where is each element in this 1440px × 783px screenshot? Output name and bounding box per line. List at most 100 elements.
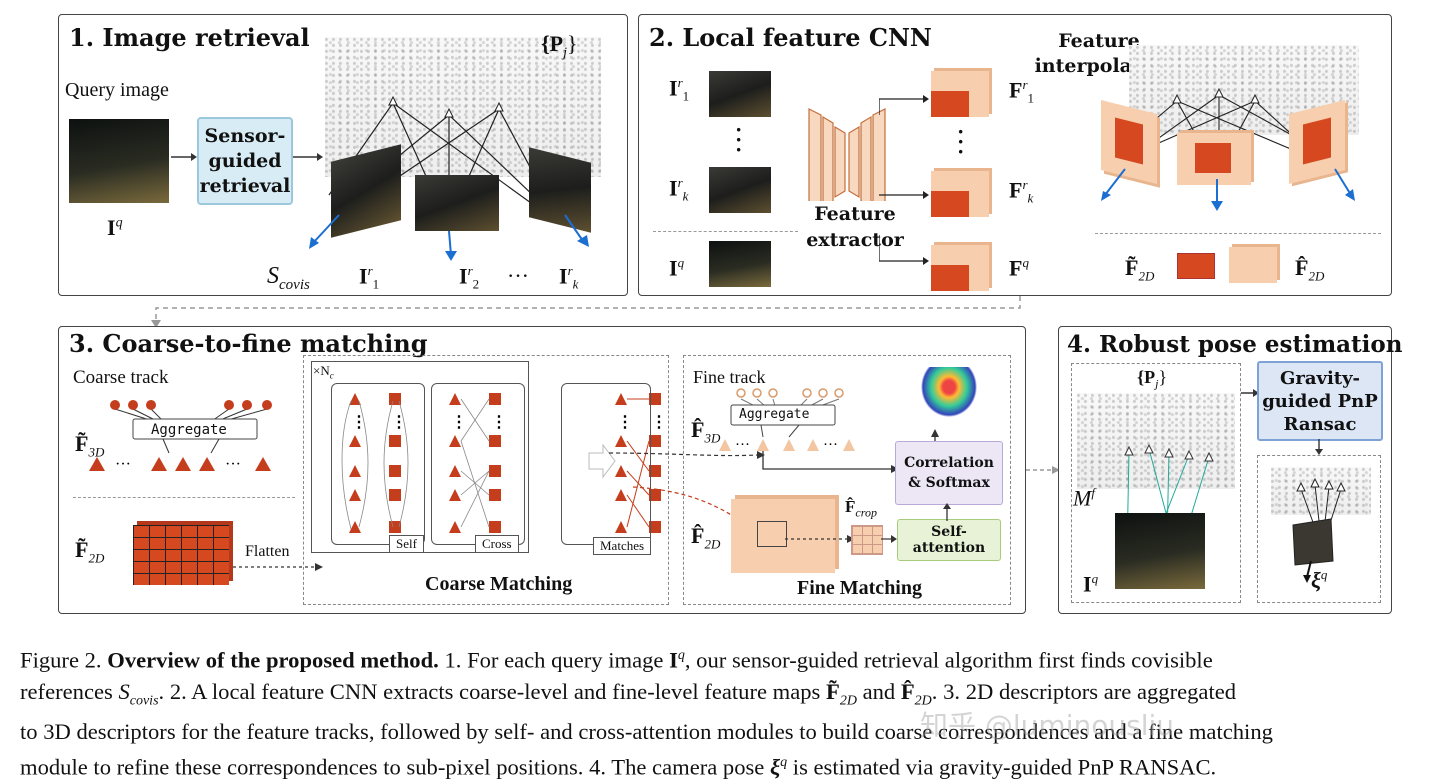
- ref-k: I: [669, 175, 678, 201]
- fcrop-label: F̂crop: [845, 497, 877, 520]
- caption-line-3: to 3D descriptors for the feature tracks…: [20, 719, 1273, 745]
- iq-label: Iq: [1083, 571, 1098, 597]
- fmap-q: F: [1009, 255, 1023, 281]
- camera-arrows-diagram: [309, 214, 589, 261]
- dots-text: ···: [823, 437, 838, 453]
- heatmap-icon: [921, 367, 977, 417]
- ref-label-2: Ir2: [459, 263, 479, 293]
- reference-image-2: [415, 175, 499, 231]
- feature-map-q: [931, 245, 989, 291]
- fmap-k-sup: r: [1022, 177, 1028, 192]
- panel-local-feature-cnn: 2. Local feature CNN Ir1 ··· Irk Iq Feat…: [638, 14, 1392, 296]
- coarse-matching-region: [303, 355, 669, 605]
- vdots: ⋮: [351, 414, 367, 431]
- arrow-right-icon: [1241, 389, 1259, 397]
- f3d-label: F̃3D: [75, 431, 104, 460]
- f2d-coarse-sub: 2D: [1138, 268, 1155, 284]
- times-nc: ×N: [313, 363, 330, 378]
- caption-symbol: F̂: [900, 678, 915, 704]
- caption-line-2: references Scovis. 2. A local feature CN…: [20, 676, 1430, 717]
- fine-f2d-sub: 2D: [704, 536, 721, 552]
- scovis-sub: covis: [279, 276, 310, 293]
- ref-label-1: Ir1: [359, 263, 379, 293]
- coarse-feature-swatch: [1177, 253, 1215, 279]
- vdots: ⋮: [651, 414, 667, 431]
- attention-diagram: ⋮⋮⋮⋮⋮⋮: [341, 393, 667, 533]
- interp-feature-center: [1177, 133, 1251, 185]
- ref-label-k: Irk: [669, 175, 688, 205]
- vertical-dots: ···: [735, 117, 743, 162]
- query-symbol-text: I: [107, 215, 116, 240]
- query-symbol-sup: q: [115, 215, 123, 231]
- query-symbol: Iq: [107, 215, 123, 241]
- fmap-label-k: Frk: [1009, 177, 1033, 207]
- caption-line-4: module to refine these correspondences t…: [20, 747, 1430, 783]
- caption-text: references: [20, 678, 119, 704]
- fmap-1-sub: 1: [1027, 90, 1035, 106]
- crop-patch: [851, 525, 883, 555]
- coarse-matching-label: Coarse Matching: [425, 573, 573, 595]
- fine-feature-map: [731, 499, 835, 573]
- fine-feature-swatch: [1229, 247, 1277, 283]
- point-cloud: [1271, 467, 1371, 515]
- caption-text: and: [856, 678, 901, 704]
- mf-label: Mf: [1073, 485, 1095, 511]
- dots-text: ···: [735, 437, 750, 453]
- coarse-region: [1115, 117, 1143, 165]
- query-image-label: Query image: [65, 79, 169, 101]
- query-sup: q: [677, 255, 685, 270]
- caption-symbol-sub: covis: [129, 693, 159, 709]
- panel-image-retrieval: 1. Image retrieval Query image Iq Sensor…: [58, 14, 628, 296]
- points-end: }: [567, 31, 578, 56]
- retrieval-box-text: Sensor-guided retrieval: [199, 124, 291, 197]
- crop-arrow: [785, 535, 855, 543]
- xi: ξ: [1311, 567, 1321, 593]
- feature-map-coarse: [931, 91, 969, 117]
- crop-window: [757, 521, 787, 547]
- ref-1-sup: r: [367, 263, 373, 278]
- dots-text: ···: [115, 456, 131, 473]
- dots-text: ···: [225, 456, 241, 473]
- caption-text: 1. For each query image: [444, 647, 670, 673]
- ref-1: I: [669, 75, 678, 101]
- extractor-arrows: [879, 95, 929, 265]
- points-label: {P: [1137, 367, 1156, 387]
- caption-text: , our sensor-guided retrieval algorithm …: [684, 647, 1213, 673]
- ref-2-sup: r: [467, 263, 473, 278]
- caption-text: module to refine these correspondences t…: [20, 754, 770, 780]
- caption-text: is estimated via gravity-guided PnP RANS…: [787, 754, 1217, 780]
- caption-symbol: ξ: [770, 754, 781, 780]
- flatten-label: Flatten: [245, 543, 290, 560]
- caption-symbol: F̃: [826, 678, 840, 704]
- caption-line-1: Figure 2. Overview of the proposed metho…: [20, 640, 1430, 676]
- fine-matching-label: Fine Matching: [797, 577, 922, 599]
- fine-f3d-label: F̂3D: [691, 417, 720, 446]
- panel-title: 1. Image retrieval: [69, 23, 310, 52]
- coarse-track-label: Coarse track: [73, 367, 169, 388]
- panel-title: 4. Robust pose estimation: [1067, 331, 1403, 358]
- self-label: Self: [389, 535, 424, 553]
- correlation-text: Correlation & Softmax: [904, 455, 994, 491]
- selfattn-up-arrow: [943, 503, 951, 521]
- ref-label-1: Ir1: [669, 75, 689, 105]
- xi-label: ξq: [1311, 567, 1327, 593]
- points-sub: j: [1155, 376, 1159, 391]
- caption-symbol-sup: q: [780, 755, 788, 771]
- points-end: }: [1158, 367, 1168, 387]
- aggregate-label: Aggregate: [151, 422, 227, 438]
- patch-arrow: [881, 535, 897, 543]
- ref-k-sub: k: [682, 188, 689, 204]
- caption-bold: Overview of the proposed method.: [107, 647, 439, 673]
- watermark: 知乎 @luminousliu: [920, 709, 1174, 742]
- vdots: ⋮: [491, 414, 507, 431]
- panel-title: 2. Local feature CNN: [649, 23, 932, 52]
- fmap-1-sup: r: [1022, 77, 1028, 92]
- query-image: [709, 241, 771, 287]
- feature-map-coarse: [931, 191, 969, 217]
- fmap-q-sup: q: [1022, 255, 1029, 270]
- feature-extractor-shape: [808, 108, 886, 216]
- coarse-feature-grid: [133, 525, 229, 585]
- vdots: ⋮: [391, 414, 407, 431]
- panel-connector: [151, 296, 1021, 328]
- fine-f2d-label: F̂2D: [691, 523, 720, 552]
